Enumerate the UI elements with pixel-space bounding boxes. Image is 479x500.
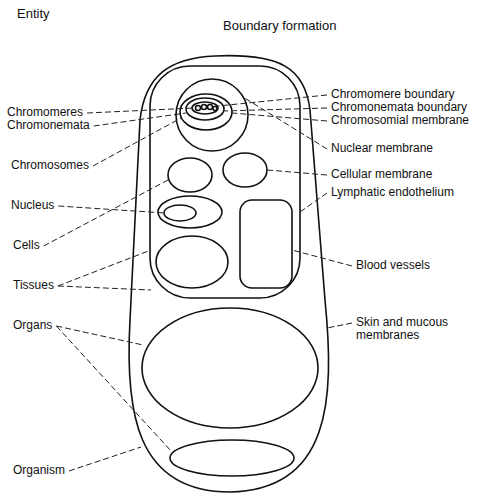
part-label: Nuclear membrane	[330, 142, 434, 155]
leader-line	[94, 113, 186, 126]
chromosome-shape	[180, 94, 232, 130]
part-label: Tissues	[12, 279, 55, 292]
part-label: Chromosomes	[10, 159, 90, 172]
organ-shape	[170, 440, 294, 476]
leader-line	[243, 97, 327, 149]
part-label: Skin and mucous membranes	[355, 316, 469, 342]
part-label: Chromomeres	[6, 106, 84, 119]
part-label: Blood vessels	[355, 259, 431, 272]
chromomere-dot	[208, 105, 213, 110]
chromonemata-shape	[186, 98, 224, 120]
chromomere-dot	[196, 106, 201, 111]
leader-line	[223, 108, 327, 111]
leader-line	[327, 323, 352, 328]
cell-shape	[168, 158, 212, 192]
leader-line	[58, 250, 151, 286]
chromomere-dot	[213, 107, 217, 111]
blood-vessel	[240, 200, 292, 288]
organ-shape	[142, 308, 318, 428]
cell-shape	[156, 236, 228, 288]
part-label: Chromonemata	[6, 119, 91, 132]
part-label: Organism	[12, 464, 66, 477]
part-label: Chromonemata boundary	[330, 101, 468, 114]
organism-outline	[129, 56, 329, 492]
chromomere-boundary	[192, 102, 218, 114]
part-label: Nucleus	[10, 199, 55, 212]
leader-line	[218, 95, 327, 106]
leader-line	[44, 180, 168, 246]
leader-line	[267, 170, 327, 175]
part-label: Chromomere boundary	[330, 88, 455, 101]
part-label: Cellular membrane	[330, 168, 433, 181]
part-label: Chromosomial membrane	[330, 114, 470, 127]
nucleus-circle	[176, 79, 248, 151]
leader-line	[292, 250, 352, 266]
column-heading: Boundary formation	[222, 18, 337, 33]
leader-line	[69, 447, 141, 471]
part-label: Lymphatic endothelium	[330, 186, 455, 199]
cell-shape	[158, 196, 222, 228]
leader-line	[56, 326, 143, 345]
cell-shape	[223, 153, 267, 187]
leader-line	[87, 108, 194, 113]
part-label: Cells	[12, 239, 41, 252]
column-heading: Entity	[16, 6, 51, 21]
leader-line	[93, 118, 181, 166]
chromomere-dot	[202, 105, 207, 110]
leader-line	[300, 193, 327, 212]
part-label: Organs	[12, 319, 53, 332]
tissue-region	[150, 66, 300, 298]
leader-line	[58, 286, 151, 290]
leader-line	[56, 326, 172, 452]
nucleus-shape	[164, 205, 196, 221]
